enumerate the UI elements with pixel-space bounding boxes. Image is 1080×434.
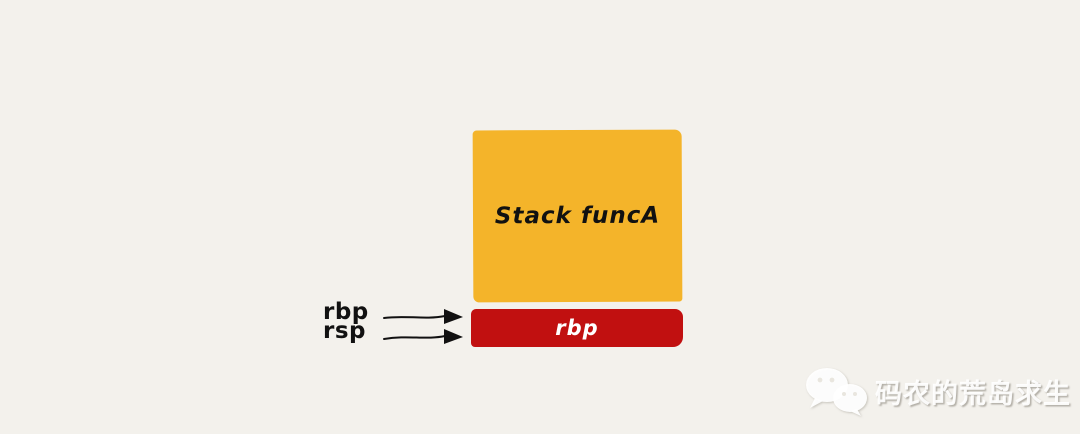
- stack-funca-label: Stack funcA: [494, 202, 661, 230]
- watermark: 码农的荒岛求生: [803, 366, 1071, 416]
- pointer-arrows-icon: [383, 309, 463, 344]
- rsp-arrow-icon: [383, 329, 463, 344]
- rbp-slot-box: rbp: [471, 309, 683, 347]
- watermark-text: 码农的荒岛求生: [875, 378, 1071, 410]
- rbp-slot-label: rbp: [555, 316, 599, 340]
- stack-funca-box: Stack funcA: [472, 129, 683, 303]
- rbp-arrow-icon: [383, 309, 463, 324]
- register-labels: rbp rsp: [323, 299, 369, 344]
- rbp-register-label: rbp: [323, 299, 369, 325]
- rsp-register-label: rsp: [323, 318, 366, 344]
- wechat-icon: [806, 368, 867, 416]
